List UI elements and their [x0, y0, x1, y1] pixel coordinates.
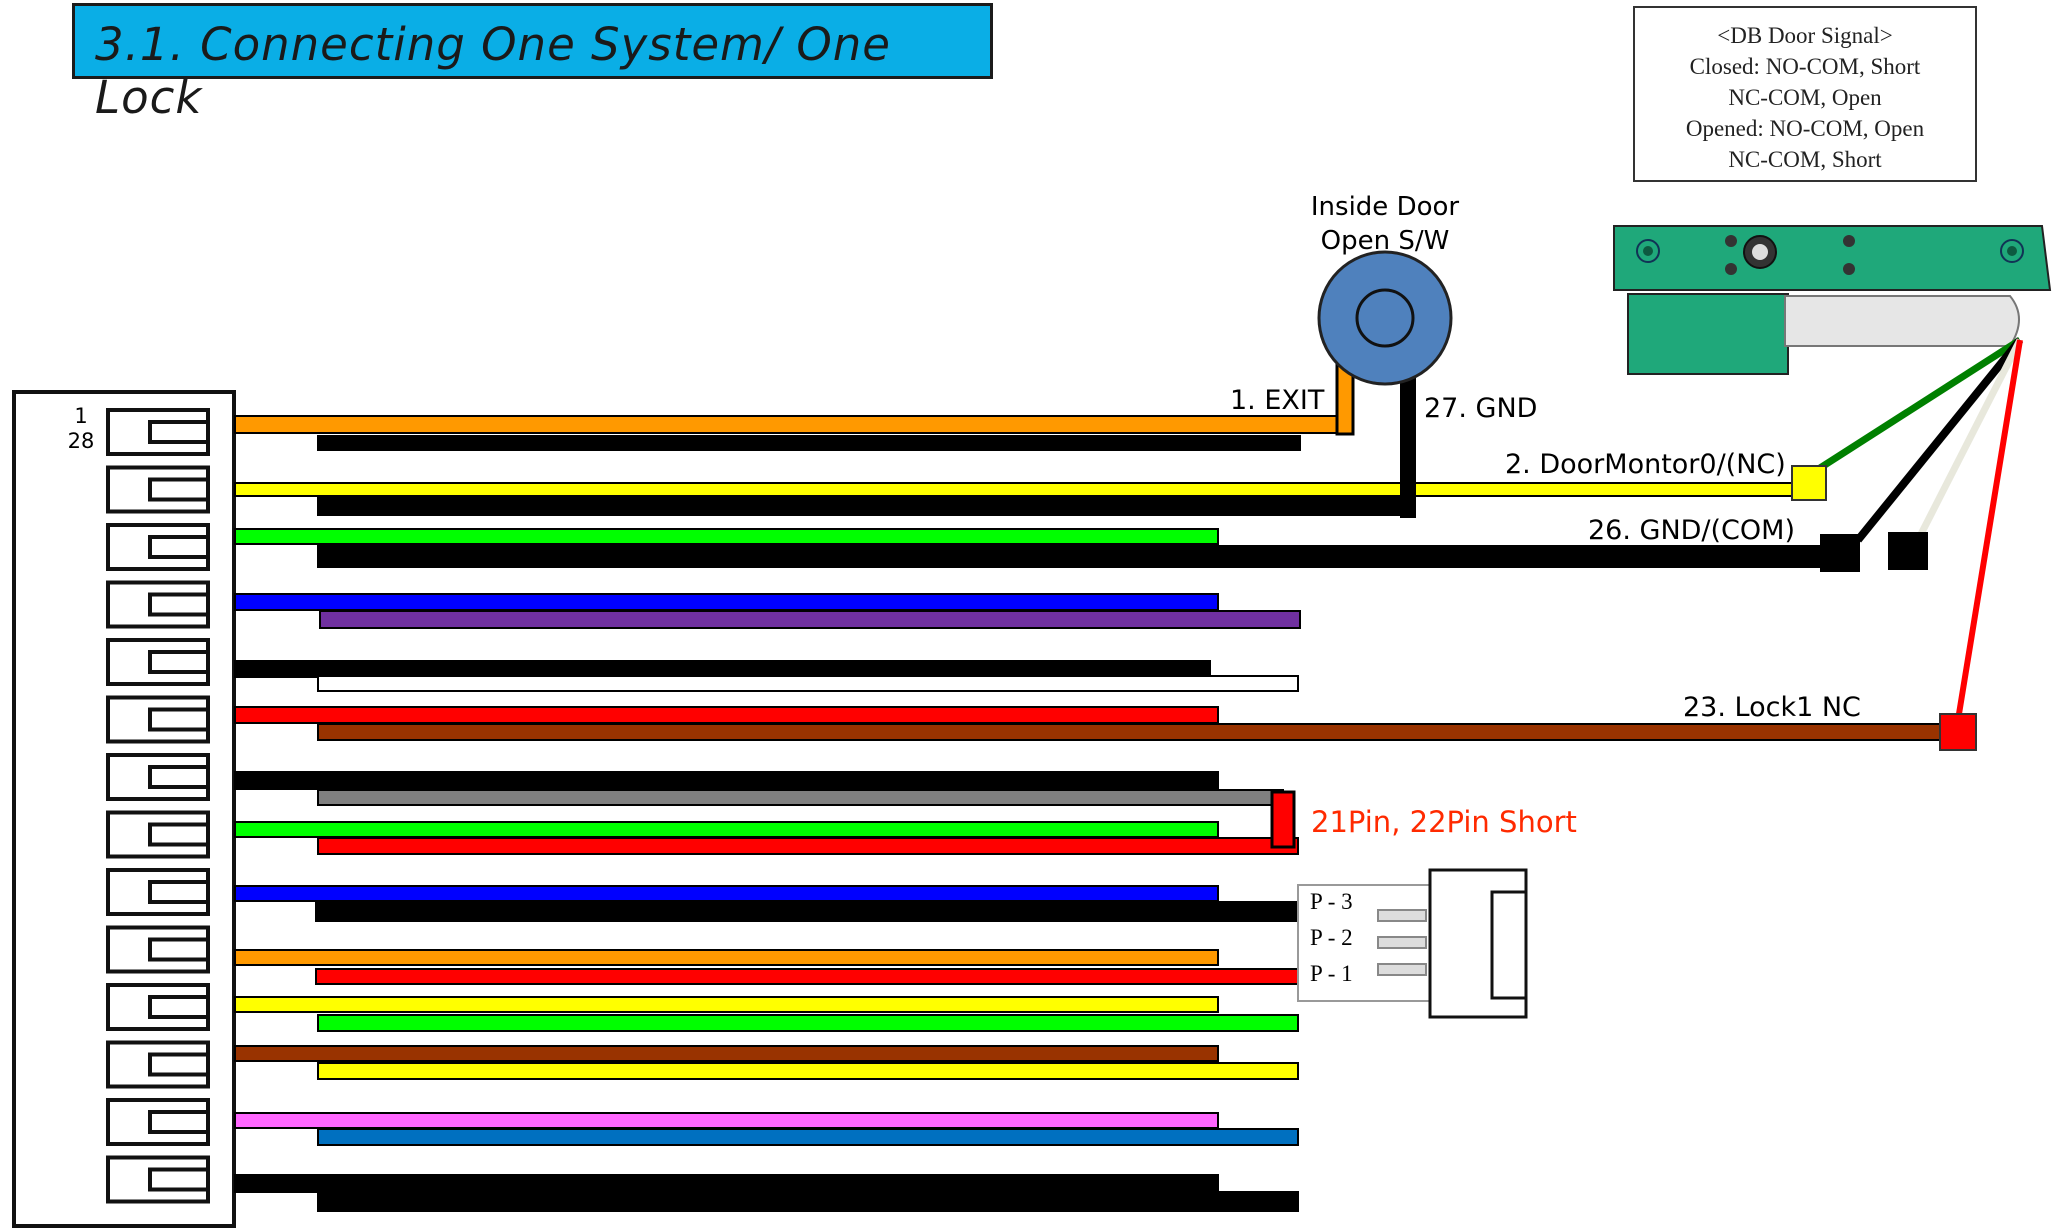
label-gnd-com: 26. GND/(COM) — [1588, 515, 1795, 546]
wire-green — [234, 821, 1219, 838]
terminal-slot — [106, 983, 210, 1031]
terminal-slot — [106, 1098, 210, 1146]
terminal-slot — [106, 1155, 210, 1204]
wire-orange — [234, 949, 1219, 966]
terminal-slot — [106, 580, 210, 629]
wire-red — [234, 706, 1219, 724]
connector-pin-1: P - 1 — [1310, 961, 1353, 986]
title-banner: 3.1. Connecting One System/ One Lock — [72, 3, 993, 124]
label-lock: 23. Lock1 NC — [1683, 692, 1861, 723]
wire-brown — [317, 723, 1951, 741]
wire-green — [317, 1014, 1299, 1032]
wire-steelblue — [317, 1128, 1299, 1146]
pin-numbers: 1 28 — [64, 404, 98, 454]
wire-black — [317, 1191, 1299, 1212]
switch-label-line2: Open S/W — [1320, 226, 1450, 256]
wire-blue — [234, 593, 1219, 611]
terminal-slot — [106, 925, 210, 974]
door-signal-legend: <DB Door Signal> Closed: NO-COM, Short N… — [1633, 6, 1977, 182]
signal-line-opened-nc: NC-COM, Short — [1728, 147, 1882, 172]
short-jumper — [1270, 790, 1296, 849]
page-title: 3.1. Connecting One System/ One Lock — [95, 18, 891, 124]
wire-red — [315, 968, 1299, 985]
wire-black — [234, 660, 1211, 678]
sensor-wire-white — [1914, 338, 2024, 542]
wire-yellow — [317, 1062, 1299, 1080]
terminal-slot — [106, 753, 210, 801]
terminal-slot — [106, 868, 210, 916]
door-sensor-icon — [1613, 225, 2052, 375]
wire-black — [317, 545, 1846, 568]
wire-black — [234, 771, 1219, 790]
label-door-monitor: 2. DoorMontor0/(NC) — [1505, 449, 1786, 480]
wires — [234, 415, 1951, 1212]
wire-gray — [317, 789, 1284, 806]
terminal-slot — [106, 810, 210, 859]
switch-label: Inside Door Open S/W — [1300, 190, 1470, 258]
gnd-com-splice-1 — [1820, 534, 1860, 572]
sensor-wire-red — [1955, 339, 2023, 721]
label-short: 21Pin, 22Pin Short — [1311, 805, 1577, 839]
terminal-slots — [106, 408, 210, 1204]
sensor-wires — [1818, 337, 2024, 721]
three-pin-connector — [1297, 868, 1528, 1019]
wire-green — [234, 528, 1219, 545]
terminal-slot — [106, 695, 210, 744]
wire-yellow — [234, 482, 1811, 497]
terminal-slot — [106, 638, 210, 686]
wire-black — [317, 496, 1416, 516]
signal-line-opened: Opened: NO-COM, Open — [1685, 116, 1925, 141]
signal-line-heading: <DB Door Signal> — [1717, 23, 1893, 48]
wire-white — [317, 675, 1299, 692]
wire-black — [234, 1174, 1219, 1193]
terminal-block — [12, 390, 236, 1228]
wire-orange — [234, 415, 1346, 434]
terminal-slot — [106, 523, 210, 571]
wire-red — [317, 837, 1299, 855]
terminal-slot — [106, 408, 210, 456]
gnd-lead-black — [1400, 372, 1416, 518]
signal-line-closed: Closed: NO-COM, Short — [1689, 54, 1921, 79]
wire-purple — [319, 610, 1301, 629]
wire-yellow — [234, 996, 1219, 1013]
wire-pink — [234, 1112, 1219, 1129]
signal-line-closed-nc: NC-COM, Open — [1728, 85, 1882, 110]
door-monitor-splice — [1791, 465, 1827, 501]
terminal-slot — [106, 1040, 210, 1089]
label-exit: 1. EXIT — [1230, 385, 1325, 416]
sensor-wire-green — [1818, 337, 2022, 471]
connector-pin-2: P - 2 — [1310, 925, 1353, 950]
label-gnd: 27. GND — [1424, 393, 1538, 424]
pin-number-bottom: 28 — [67, 429, 95, 453]
lock-splice — [1939, 713, 1977, 751]
switch-label-line1: Inside Door — [1310, 192, 1460, 222]
gnd-com-splice-2 — [1888, 532, 1928, 570]
sensor-wire-black — [1854, 337, 2024, 543]
wire-blue — [234, 885, 1219, 902]
wire-black — [315, 901, 1299, 922]
terminal-slot — [106, 465, 210, 514]
wire-black — [317, 435, 1301, 451]
connector-pin-3: P - 3 — [1310, 889, 1353, 914]
exit-switch-icon — [1317, 250, 1453, 386]
pin-number-top: 1 — [74, 404, 88, 428]
wire-brown — [234, 1045, 1219, 1062]
